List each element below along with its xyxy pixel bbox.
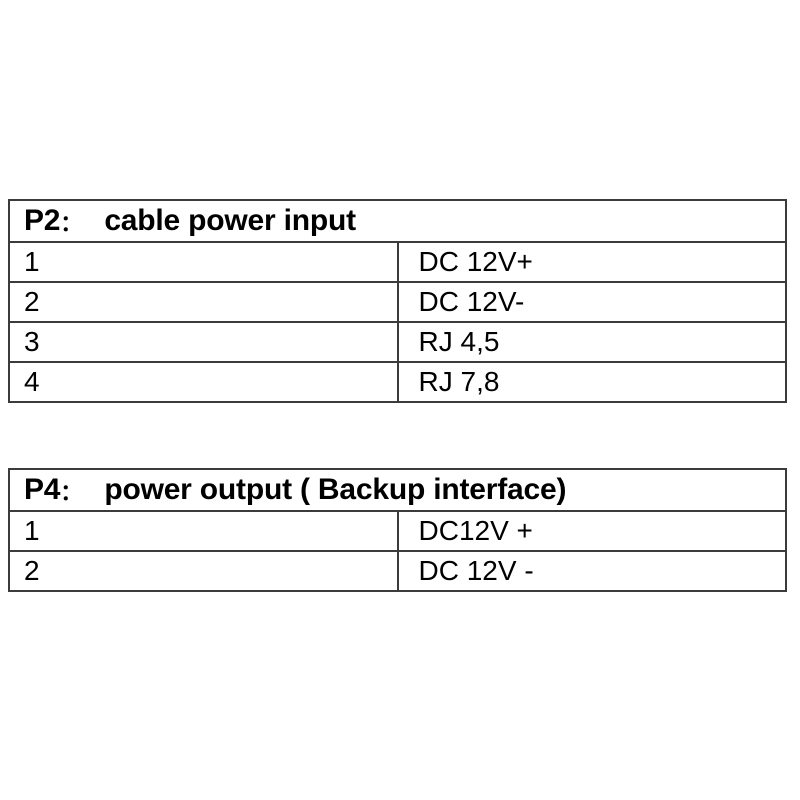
pin-number: 4 [8,361,399,403]
pin-signal: DC12V + [396,510,787,552]
pinout-table-p2: P2： cable power input 1 DC 12V+ 2 DC 12V-… [8,199,787,403]
header-colon: ： [60,480,83,505]
connector-code: P4 [24,473,61,506]
connector-code: P2 [24,204,61,237]
table-header-row: P2： cable power input [8,199,787,243]
table-header-row: P4： power output ( Backup interface) [8,468,787,512]
pin-signal: DC 12V+ [396,241,787,283]
pin-number: 1 [8,241,399,283]
table-row: 3 RJ 4,5 [8,321,787,363]
connector-title: power output ( Backup interface) [104,473,567,506]
pin-signal: DC 12V - [396,550,787,592]
pin-number: 2 [8,550,399,592]
pin-signal: RJ 7,8 [396,361,787,403]
pinout-table-p4: P4： power output ( Backup interface) 1 DC… [8,468,787,592]
pin-signal: DC 12V- [396,281,787,323]
pin-number: 1 [8,510,399,552]
connector-title: cable power input [104,204,356,237]
pin-number: 2 [8,281,399,323]
table-row: 4 RJ 7,8 [8,361,787,403]
table-row: 1 DC 12V+ [8,241,787,283]
pin-signal: RJ 4,5 [396,321,787,363]
pin-number: 3 [8,321,399,363]
table-row: 1 DC12V + [8,510,787,552]
table-row: 2 DC 12V - [8,550,787,592]
table-header-cell: P4： power output ( Backup interface) [8,468,787,512]
table-row: 2 DC 12V- [8,281,787,323]
header-colon: ： [60,211,83,236]
table-header-cell: P2： cable power input [8,199,787,243]
